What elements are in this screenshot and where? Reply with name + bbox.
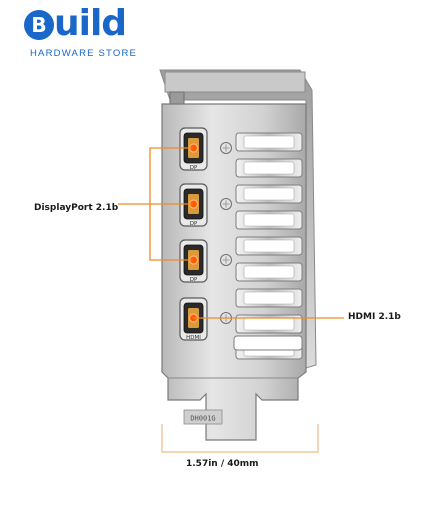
card-top-edge xyxy=(164,71,306,93)
vent-slot-inner xyxy=(243,187,295,201)
displayport-port-marking: DP xyxy=(190,165,198,171)
displayport-port: DP xyxy=(179,127,208,171)
displayport-label: DisplayPort 2.1b xyxy=(34,203,119,213)
displayport-port: DP xyxy=(179,183,208,227)
vent-slot-inner xyxy=(243,291,295,305)
vent-slot-inner xyxy=(243,239,295,253)
brand-logo-glyph: B xyxy=(31,13,46,37)
displayport-port-marking: DP xyxy=(190,277,198,283)
width-dimension-line xyxy=(161,424,319,453)
vent-slot-inner xyxy=(243,317,295,331)
brand-tagline: HARDWARE STORE xyxy=(30,48,138,59)
vent-slot-inner xyxy=(243,213,295,227)
vent-slot-group xyxy=(233,132,303,360)
callout-lines xyxy=(118,147,344,319)
displayport-port-marking: DP xyxy=(190,221,198,227)
vent-slot xyxy=(233,335,303,351)
width-dimension-label: 1.57in / 40mm xyxy=(186,459,259,469)
port-group: DP DP DP HDMI xyxy=(179,127,232,341)
brand-logo: B uild HARDWARE STORE xyxy=(22,3,142,64)
vent-slot-inner xyxy=(243,265,295,279)
vent-slot-inner xyxy=(243,161,295,175)
hdmi-port: HDMI xyxy=(179,297,208,341)
brand-logo-word: uild xyxy=(54,3,127,44)
vent-slot-inner xyxy=(243,135,295,149)
foot-marking: DH001G xyxy=(190,415,215,423)
hdmi-port-marking: HDMI xyxy=(186,335,201,341)
foot-marking-plate xyxy=(183,409,223,425)
brand-logo-badge-icon: B xyxy=(24,10,54,40)
displayport-port: DP xyxy=(179,239,208,283)
hdmi-label: HDMI 2.1b xyxy=(348,312,401,322)
